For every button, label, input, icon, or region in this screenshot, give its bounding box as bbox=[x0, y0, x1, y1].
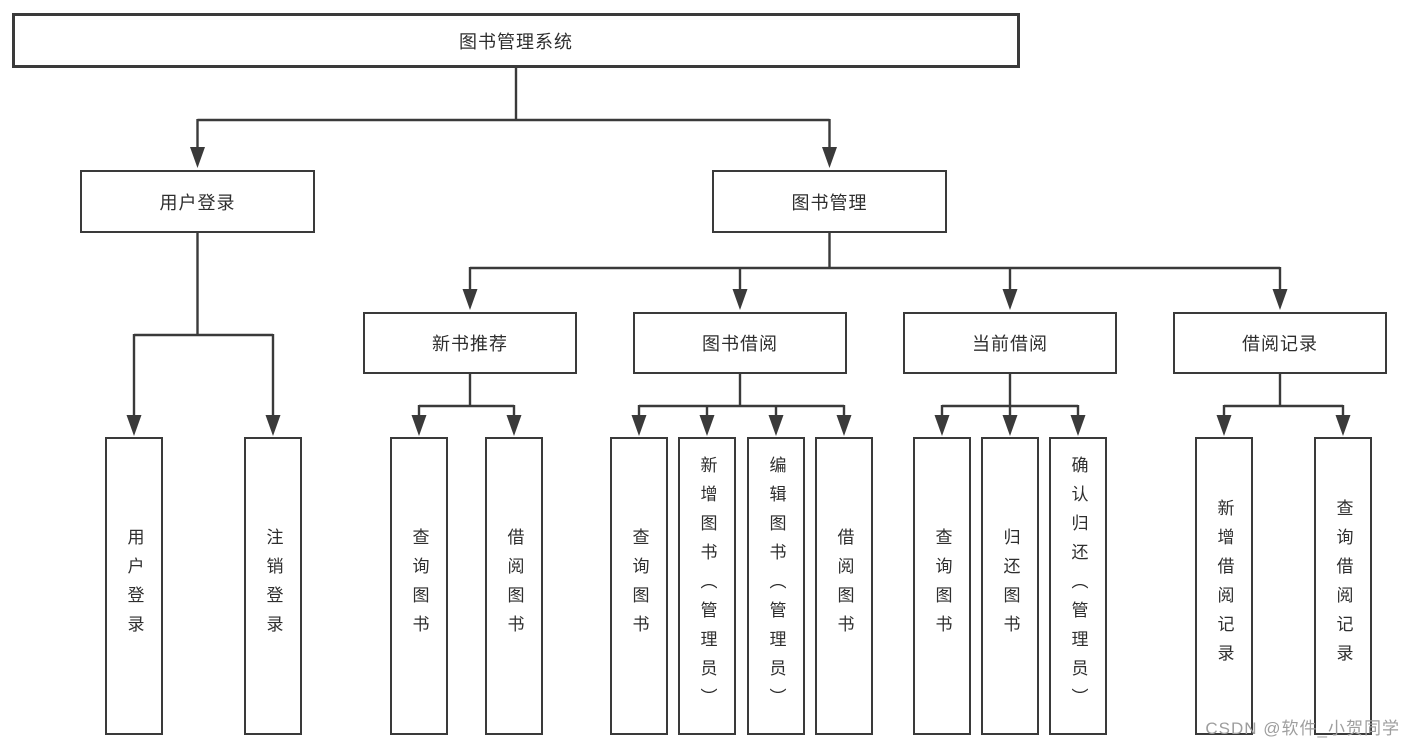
leaf-borrow-books-borrowing: 借阅图书 bbox=[815, 437, 873, 735]
node-library-management-system: 图书管理系统 bbox=[12, 13, 1020, 68]
leaf-return-books: 归还图书 bbox=[981, 437, 1039, 735]
leaf-query-books-recommend: 查询图书 bbox=[390, 437, 448, 735]
leaf-add-book-admin: 新增图书（管理员） bbox=[678, 437, 736, 735]
leaf-edit-book-admin: 编辑图书（管理员） bbox=[747, 437, 805, 735]
node-borrowing-records: 借阅记录 bbox=[1173, 312, 1387, 374]
csdn-watermark: CSDN @软件_小贺同学 bbox=[1205, 719, 1400, 738]
node-book-management: 图书管理 bbox=[712, 170, 947, 233]
node-current-borrowing: 当前借阅 bbox=[903, 312, 1117, 374]
leaf-query-books-borrowing: 查询图书 bbox=[610, 437, 668, 735]
leaf-logout: 注销登录 bbox=[244, 437, 302, 735]
leaf-add-borrow-record: 新增借阅记录 bbox=[1195, 437, 1253, 735]
node-book-borrowing: 图书借阅 bbox=[633, 312, 847, 374]
leaf-query-borrow-record: 查询借阅记录 bbox=[1314, 437, 1372, 735]
leaf-borrow-books-recommend: 借阅图书 bbox=[485, 437, 543, 735]
leaf-user-login: 用户登录 bbox=[105, 437, 163, 735]
leaf-query-books-current: 查询图书 bbox=[913, 437, 971, 735]
node-user-login: 用户登录 bbox=[80, 170, 315, 233]
node-new-book-recommendation: 新书推荐 bbox=[363, 312, 577, 374]
leaf-confirm-return-admin: 确认归还（管理员） bbox=[1049, 437, 1107, 735]
